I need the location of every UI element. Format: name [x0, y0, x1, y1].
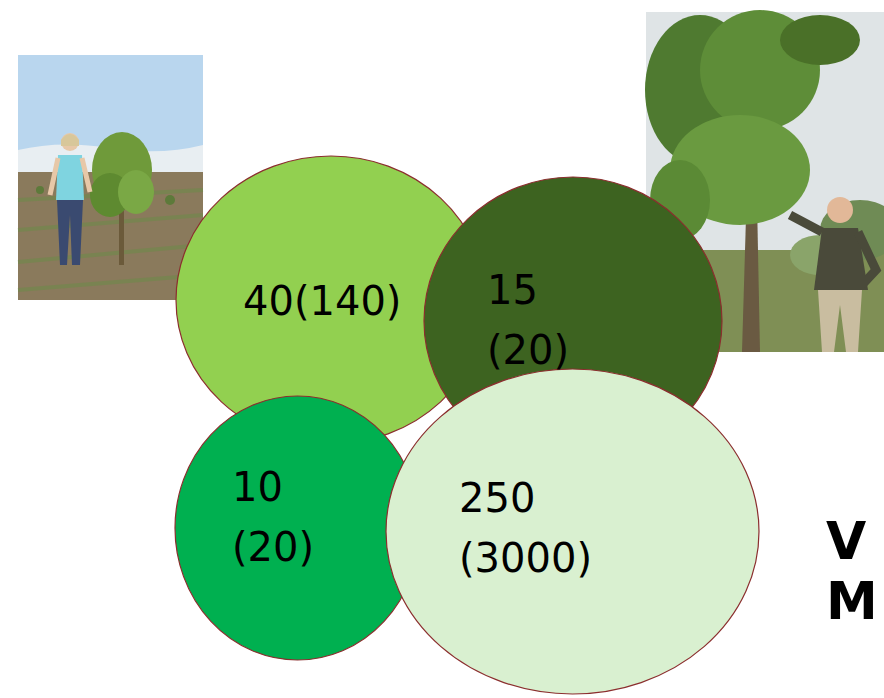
left-photo: [18, 55, 203, 300]
heading-fragment: M: [826, 572, 878, 632]
count-text: 40(140): [243, 271, 401, 331]
count-text: 15 (20): [487, 260, 587, 380]
count-text: 250 (3000): [459, 468, 599, 588]
pale-green-circle: 250 (3000): [385, 368, 760, 695]
circle-outline: [385, 368, 760, 695]
count-text: 10 (20): [232, 457, 332, 577]
heading-fragment: V: [826, 512, 866, 572]
green-circle: 10 (20): [174, 395, 421, 661]
